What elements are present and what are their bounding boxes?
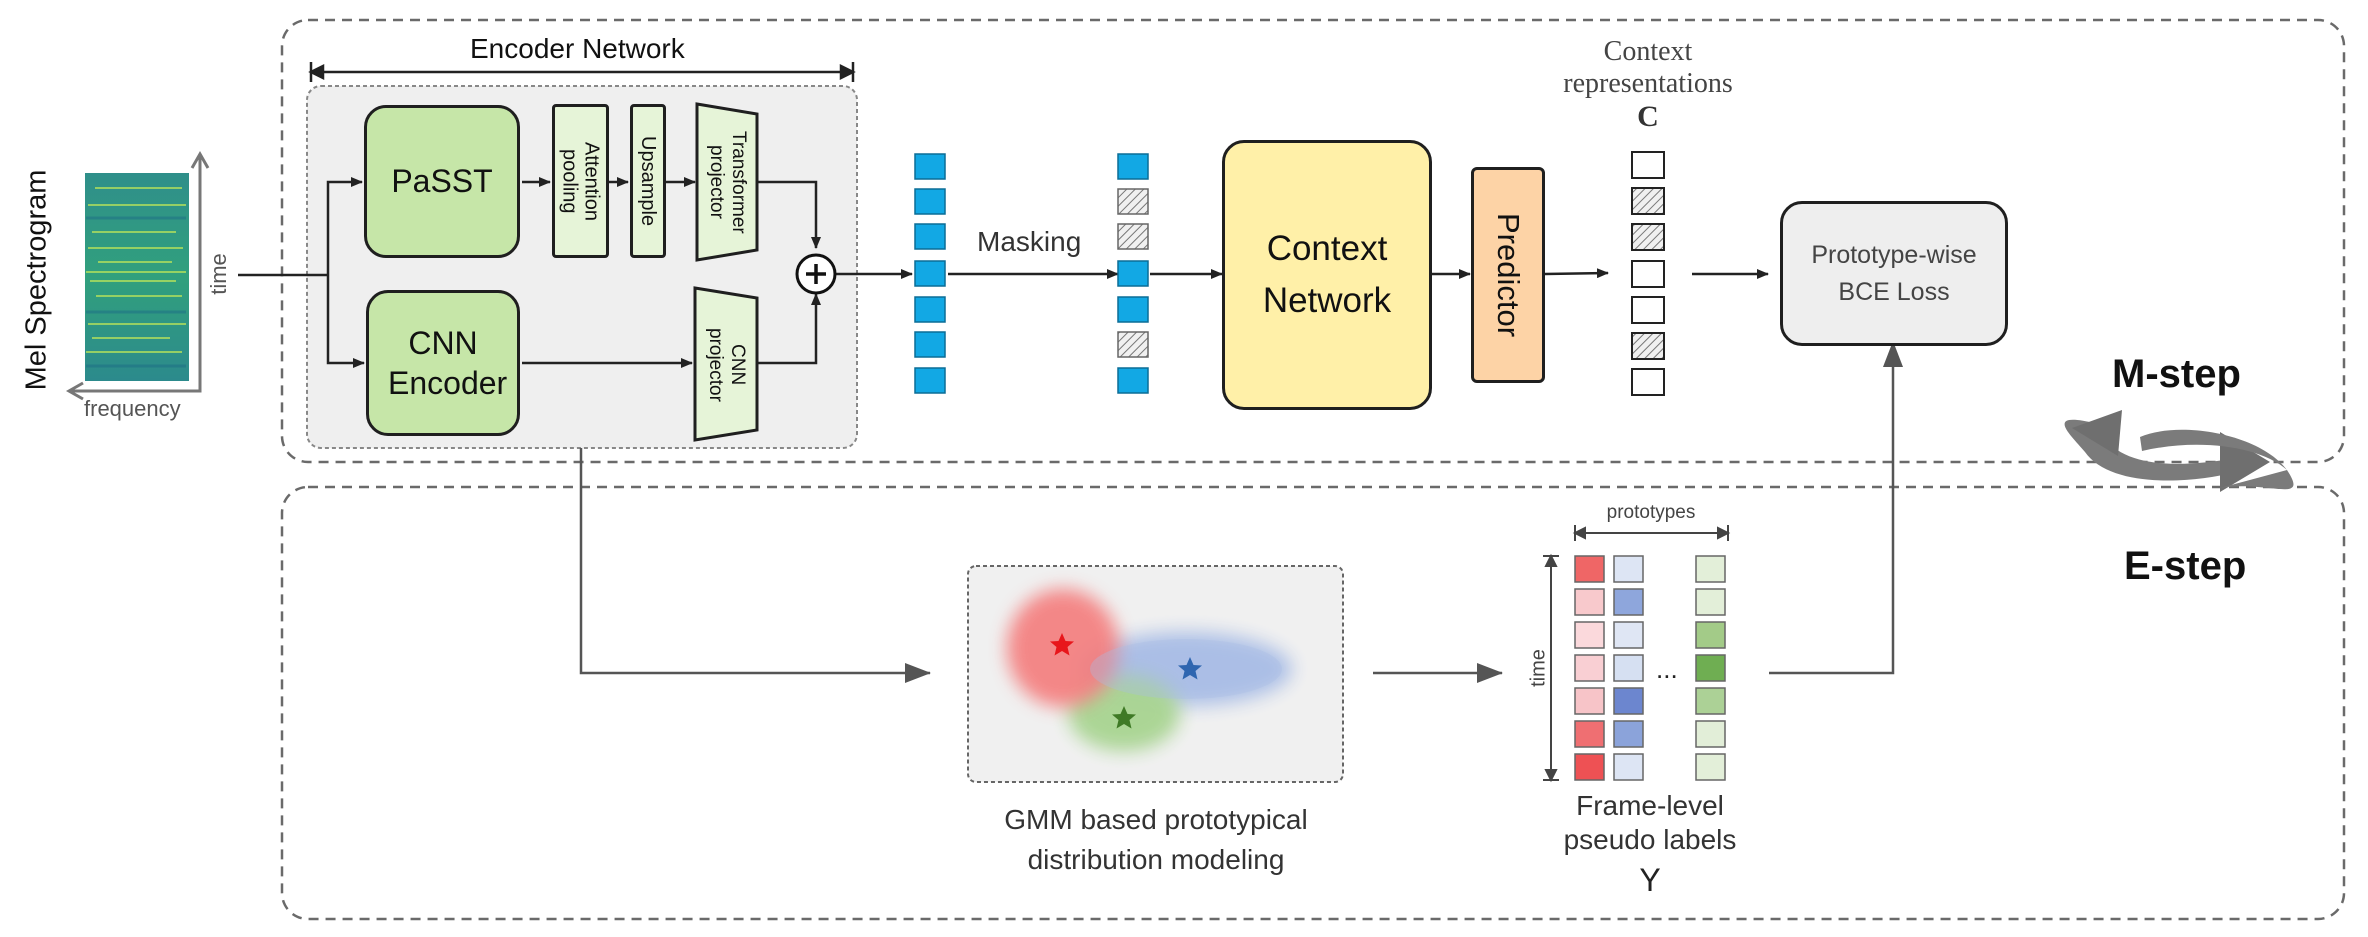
gmm-panel <box>967 565 1344 783</box>
cnn-encoder-block: CNN Encoder <box>366 290 520 436</box>
upsample-block: Upsample <box>630 104 666 258</box>
transformer-projector-shape <box>695 102 759 262</box>
em-cycle-arrows <box>2064 410 2294 492</box>
cnn-projector-shape <box>693 286 759 442</box>
masking-label: Masking <box>977 226 1082 257</box>
cnn-encoder-label: CNN Encoder <box>388 325 508 401</box>
masked-squares <box>1117 153 1149 394</box>
spectrogram-axes <box>65 150 210 401</box>
time-bracket <box>1543 553 1559 783</box>
blue-star-icon <box>1178 657 1202 680</box>
transformer-projector-label: Transformer projector <box>706 130 749 234</box>
spectrogram-frequency-label: frequency <box>84 396 181 421</box>
e-step-label: E-step <box>2124 544 2247 588</box>
m-step-region <box>280 18 2346 464</box>
attention-pooling-label: Attention pooling <box>558 141 603 221</box>
context-repr-line2: representations <box>1563 68 1733 99</box>
passt-block: PaSST <box>364 105 520 258</box>
pseudo-label-grid <box>1574 555 1726 781</box>
pseudo-caption-line2: pseudo labels <box>1563 824 1737 855</box>
prototypes-label: prototypes <box>1606 502 1696 523</box>
prototype-bce-loss-label: Prototype-wise BCE Loss <box>1811 240 1977 306</box>
spectrogram-image <box>85 173 189 381</box>
prototypes-bracket <box>1572 525 1731 541</box>
passt-label: PaSST <box>391 163 493 199</box>
context-repr-symbol: C <box>1637 100 1659 133</box>
encoder-title: Encoder Network <box>470 33 685 64</box>
green-star-icon <box>1112 706 1136 729</box>
pseudo-caption-line1: Frame-level <box>1576 790 1724 821</box>
gmm-caption: GMM based prototypical distribution mode… <box>1004 804 1308 875</box>
predictor-label: Predictor <box>1491 212 1526 338</box>
e-step-region <box>280 485 2346 921</box>
context-repr-line1: Context <box>1603 36 1693 67</box>
encoder-bracket <box>308 62 856 82</box>
prototype-ellipsis: ... <box>1656 654 1678 684</box>
context-representation-squares <box>1631 151 1665 396</box>
cnn-projector-block: CNN projector <box>695 300 757 430</box>
context-network-block: Context Network <box>1222 140 1432 410</box>
spectrogram-time-label: time <box>206 253 231 295</box>
cnn-projector-label: CNN projector <box>705 328 748 402</box>
pseudo-time-label: time <box>1527 649 1550 687</box>
sum-node <box>795 253 837 295</box>
encoder-output-squares <box>914 153 946 394</box>
transformer-projector-block: Transformer projector <box>697 110 757 254</box>
red-star-icon <box>1050 633 1074 656</box>
upsample-label: Upsample <box>637 135 659 227</box>
attention-pooling-block: Attention pooling <box>552 104 609 258</box>
prototype-bce-loss-block: Prototype-wise BCE Loss <box>1780 201 2008 346</box>
m-step-label: M-step <box>2112 352 2241 396</box>
predictor-block: Predictor <box>1471 167 1545 383</box>
context-network-label: Context Network <box>1262 229 1392 320</box>
spectrogram-title: Mel Spectrogram <box>20 169 53 391</box>
pseudo-label-symbol: Y <box>1639 862 1661 898</box>
